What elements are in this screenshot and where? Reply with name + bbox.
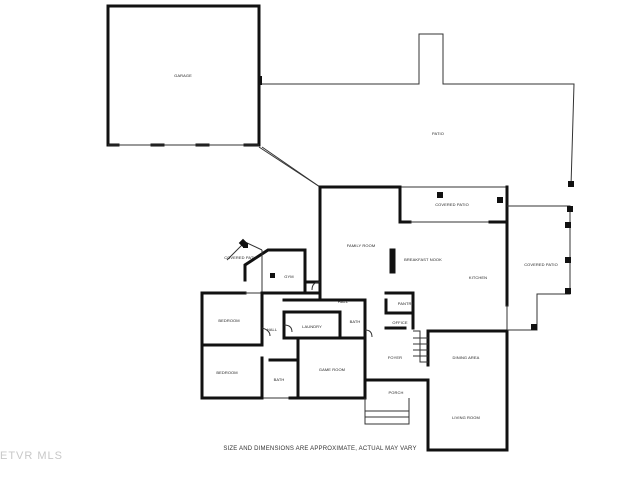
- garage-outline: [106, 4, 262, 147]
- hall-left-label: HALL: [267, 327, 278, 332]
- covered-patio-left-outline: [226, 238, 275, 278]
- mls-logo-text: ETVR MLS: [0, 450, 64, 462]
- porch-label: PORCH: [389, 390, 404, 395]
- breakfast-nook-label: BREAKFAST NOOK: [404, 257, 442, 262]
- covered-patio-left-label: COVERED PATIO: [224, 255, 258, 260]
- laundry-label: LAUNDRY: [302, 324, 322, 329]
- gym-label: GYM: [284, 274, 293, 279]
- game-room-label: GAME ROOM: [319, 367, 345, 372]
- covered-patio-top-posts: [437, 192, 503, 203]
- bedroom-lower-label: BEDROOM: [216, 370, 237, 375]
- covered-patio-top-label: COVERED PATIO: [435, 202, 469, 207]
- kitchen-label: KITCHEN: [469, 275, 487, 280]
- covered-patio-right-label: COVERED PATIO: [524, 262, 558, 267]
- disclaimer-note: SIZE AND DIMENSIONS ARE APPROXIMATE, ACT…: [223, 446, 417, 452]
- patio-label: PATIO: [432, 131, 444, 136]
- foyer-label: FOYER: [388, 355, 402, 360]
- hall-right-label: HALL: [338, 299, 349, 304]
- dining-area-label: DINING AREA: [453, 355, 480, 360]
- living-room-label: LIVING ROOM: [452, 415, 480, 420]
- bedroom-upper-label: BEDROOM: [218, 318, 239, 323]
- garage-label: GARAGE: [174, 73, 192, 78]
- office-label: OFFICE: [392, 320, 407, 325]
- family-room-label: FAMILY ROOM: [347, 243, 376, 248]
- bath-lower-label: BATH: [274, 377, 285, 382]
- patio-outline: [258, 33, 575, 188]
- interior-details: [261, 248, 428, 363]
- covered-patio-right-outline: [507, 205, 573, 331]
- bath-upper-label: BATH: [350, 319, 361, 324]
- pantry-label: PANTRY: [398, 301, 415, 306]
- house-walls: [200, 185, 509, 452]
